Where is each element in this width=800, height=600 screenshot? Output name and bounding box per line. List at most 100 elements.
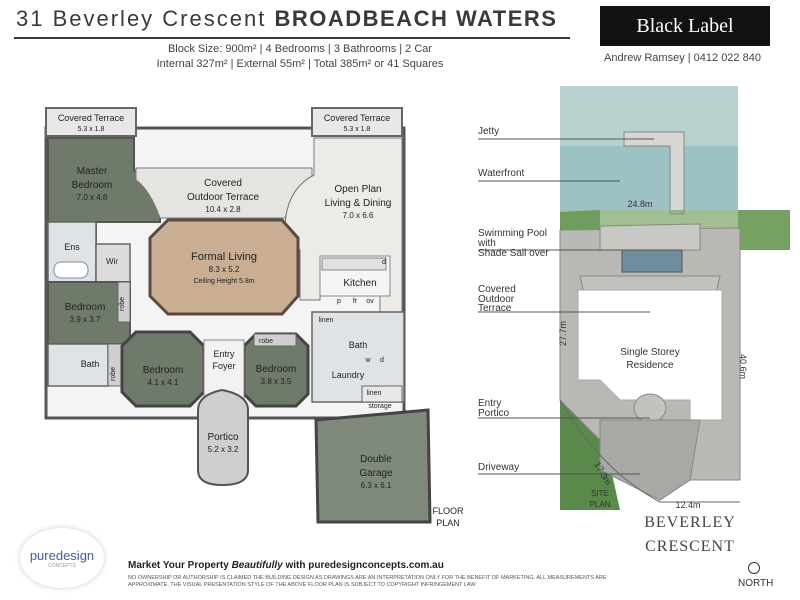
portico-name: Portico [207,432,239,443]
covered-terrace-left [45,107,137,137]
fridge-label: fr [353,298,358,305]
kitchen-bench [321,257,387,271]
puredesign-logo: puredesign CONCEPTS [20,528,104,588]
laundry-label: Laundry [332,370,365,380]
specs-line-2: Internal 327m² | External 55m² | Total 3… [156,58,444,70]
ensuite-label: Ens [64,242,80,252]
site-label-pool-2: with [477,238,496,249]
washer-label: w [364,357,371,364]
dim-left: 27.7m [558,321,568,346]
logo-text: puredesign [29,548,95,563]
specs-line-1: Block Size: 900m² | 4 Bedrooms | 3 Bathr… [167,43,433,55]
portico [197,388,249,487]
master-size: 7.0 x 4.8 [77,193,108,202]
kitchen-label: Kitchen [343,278,376,289]
garage-name-2: Garage [359,468,393,479]
site-label-pool-1: Swimming Pool [478,228,547,239]
site-label-jetty: Jetty [478,126,499,137]
north-label: NORTH [738,578,774,589]
formal-living-ceiling: Ceiling Height 5.8m [193,278,254,285]
bedroom-mid [120,330,206,408]
dishwasher-label: d [382,259,386,266]
formal-living [148,218,300,316]
outdoor-terrace-size: 10.4 x 2.8 [205,205,241,214]
site-label-driveway: Driveway [478,462,519,473]
dryer-label: d [380,357,384,364]
floor-plan-label-1: FLOOR [432,506,464,516]
storage-label: storage [368,403,391,410]
bedroom-left-name: Bedroom [65,302,106,313]
market-suffix: with puredesignconcepts.com.au [282,560,444,571]
entry-label-1: Entry [213,349,235,359]
robe-label-a: robe [119,297,126,311]
market-prefix: Market Your Property [128,560,232,571]
double-garage [314,408,432,524]
site-label-pool-3: Shade Sail over [478,248,549,259]
site-plan-label-2: PLAN [590,500,611,509]
site-plan [559,86,790,510]
brand-logo: Black Label Property [600,6,770,77]
wir-label: Wir [106,257,118,266]
swimming-pool [621,249,683,273]
site-label-waterfront: Waterfront [478,168,525,179]
agent-contact: Andrew Ramsey | 0412 022 840 [604,52,761,64]
site-label-residence-1: Single Storey [620,347,679,358]
robe-left [117,281,131,323]
street-name-1: BEVERLEY [644,514,736,531]
bathtub-icon [53,261,89,279]
robe-right [253,333,297,347]
logo-subtext: CONCEPTS [48,563,76,569]
bedroom-left [47,281,131,345]
open-plan-size: 7.0 x 6.6 [343,211,374,220]
dim-bottom: 12.4m [675,500,700,510]
bedroom-right-size: 3.8 x 3.5 [261,377,292,386]
terrace-left-size: 5.3 x 1.8 [78,126,105,133]
floor-plan-label-2: PLAN [436,518,460,528]
pantry-label: p [337,298,341,305]
marketing-line: Market Your Property Beautifully with pu… [128,560,444,571]
site-label-portico-2: Portico [478,408,510,419]
robe-label-b: robe [110,367,117,381]
master-name-2: Bedroom [72,180,113,191]
oven-label: ov [366,298,374,305]
robe-label-c: robe [259,338,273,345]
site-plan-label-1: SITE [591,489,609,498]
entry-label-2: Foyer [212,361,235,371]
covered-terrace-right [311,107,403,137]
street-address: 31 Beverley Crescent [16,6,267,31]
bedroom-mid-name: Bedroom [143,365,184,376]
formal-living-name: Formal Living [191,251,257,263]
title-divider [14,37,570,39]
linen-label-a: linen [319,317,334,324]
site-label-terrace-2: Outdoor [478,294,515,305]
bedroom-right-name: Bedroom [256,364,297,375]
terrace-left-name: Covered Terrace [58,113,124,123]
site-label-terrace-3: Terrace [478,303,512,314]
formal-living-size: 8.3 x 5.2 [209,265,240,274]
open-plan-name-2: Living & Dining [325,198,392,209]
bath-left-label: Bath [81,359,100,369]
bedroom-left-size: 3.9 x 3.7 [70,315,101,324]
storage [361,385,403,403]
master-name-1: Master [77,166,108,177]
garage-name-1: Double [360,454,392,465]
site-label-residence-2: Residence [626,360,674,371]
terrace-right-name: Covered Terrace [324,113,390,123]
outdoor-terrace-name-1: Covered [204,178,242,189]
page-title: 31 Beverley Crescent BROADBEACH WATERS [16,6,557,32]
residence [577,289,723,421]
open-plan-name-1: Open Plan [334,184,381,195]
street-name-2: CRESCENT [645,538,735,555]
outdoor-terrace-name-2: Outdoor Terrace [187,192,260,203]
compass-icon [748,562,760,574]
portico-size: 5.2 x 3.2 [208,445,239,454]
floor-plan [44,107,432,524]
garage-size: 6.3 x 6.1 [361,481,392,490]
driveway [599,419,701,501]
site-label-portico-1: Entry [478,398,501,409]
dim-right: 40.6m [738,354,748,379]
disclaimer: NO OWNERSHIP OR AUTHORSHIP IS CLAIMED TH… [128,575,607,588]
market-emphasis: Beautifully [231,560,283,571]
bath-right-label: Bath [349,340,368,350]
